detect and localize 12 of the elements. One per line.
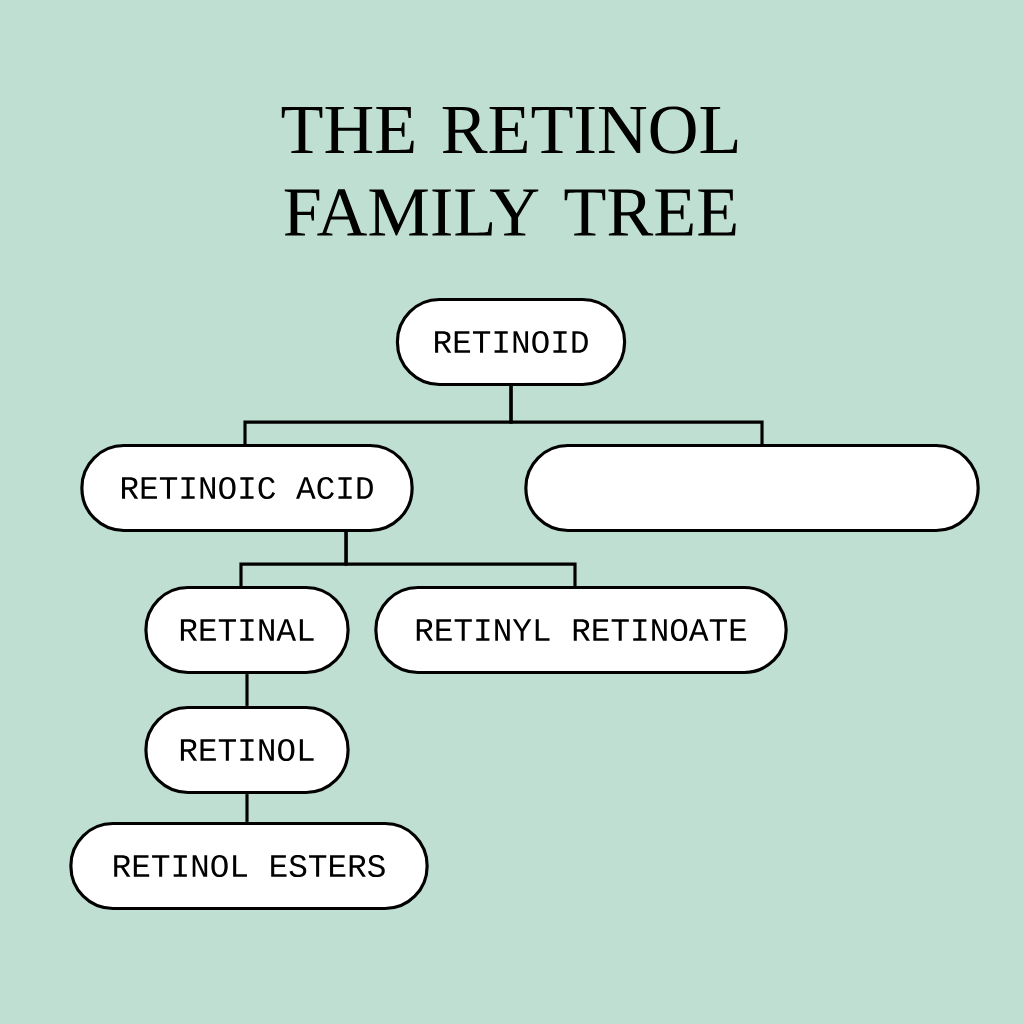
- connector-line: [245, 674, 249, 706]
- connector-line: [344, 532, 577, 586]
- pill-box: RETINOID: [395, 297, 627, 387]
- connector-line: [509, 386, 764, 444]
- title: THE RETINOL FAMILY TREE: [281, 106, 738, 236]
- pill-box: RETINOL: [144, 705, 350, 795]
- pill-box: RETINOIC ACID: [80, 443, 414, 533]
- pill-box: RETINAL: [144, 585, 350, 675]
- connector-line: [245, 794, 249, 822]
- pill-box: [524, 443, 980, 533]
- pill-box: RETINOL ESTERS: [69, 821, 429, 911]
- pill-box: RETINYL RETINOATE: [374, 585, 788, 675]
